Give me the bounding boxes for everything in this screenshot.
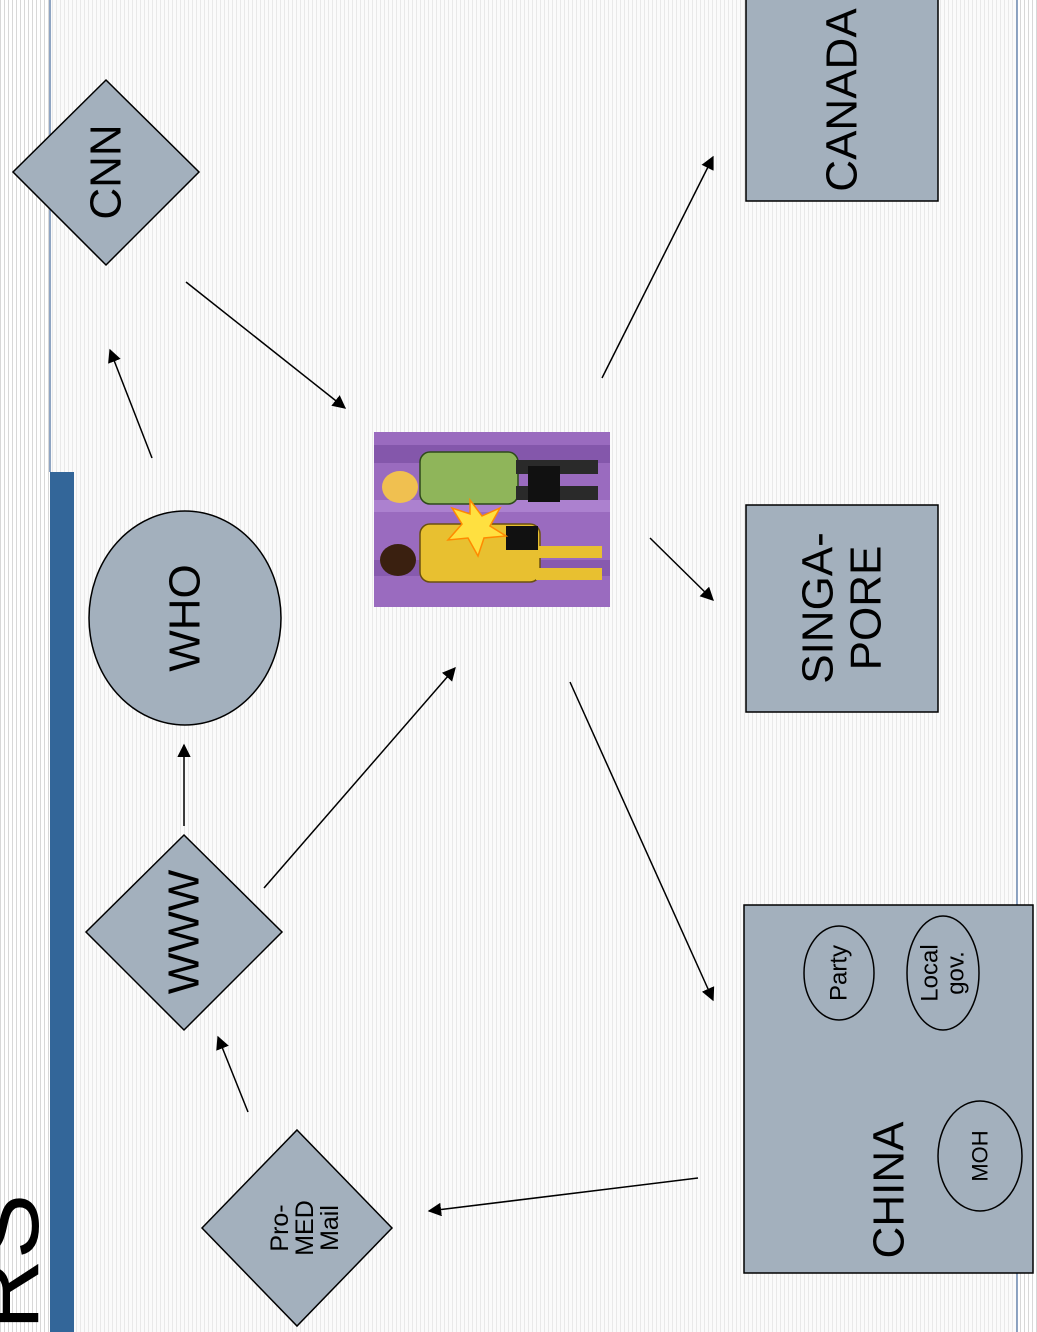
arrow-china-to-promed (427, 1177, 699, 1217)
arrow-who-to-cnn (108, 348, 153, 459)
arrow-center-to-singapore (649, 537, 714, 601)
canada-node: CANADA (745, 0, 939, 202)
canada-label: CANADA (818, 8, 867, 192)
singapore-label-line2: PORE (842, 546, 891, 671)
moh-node: MOH (937, 1100, 1023, 1212)
accent-bar (50, 472, 74, 1332)
party-node: Party (803, 925, 875, 1021)
arrow-www-to-center (263, 666, 456, 889)
cnn-node: CNN (11, 78, 201, 267)
arrow-center-to-china (569, 681, 715, 1002)
singapore-label-line1: SINGA- (794, 532, 843, 684)
who-node: WHO (88, 510, 282, 726)
promed-label-line2: MED (291, 1200, 319, 1256)
moh-label: MOH (968, 1130, 993, 1181)
www-node: WWW (84, 833, 284, 1032)
arrow-promed-to-www (216, 1035, 249, 1113)
cnn-label: CNN (82, 124, 131, 219)
china-label: CHINA (865, 1121, 914, 1259)
local-gov-node: Local gov. (906, 915, 980, 1031)
arrow-cnn-to-center (185, 281, 347, 409)
meeting-clipart (374, 432, 610, 607)
party-label: Party (826, 945, 853, 1001)
arrows (108, 155, 715, 1217)
china-node: CHINA Party Local gov. MOH (743, 904, 1034, 1274)
local-gov-label-line2: gov. (943, 951, 970, 995)
title-fragment: RS (0, 1194, 59, 1330)
local-gov-label-line1: Local (917, 944, 944, 1001)
promed-label-line1: Pro- (266, 1204, 294, 1251)
promed-label-line3: Mail (316, 1205, 344, 1251)
arrow-center-to-canada (601, 155, 714, 379)
www-label: WWW (160, 869, 209, 994)
singapore-node: SINGA- PORE (745, 504, 939, 713)
who-label: WHO (161, 564, 210, 672)
promed-node: Pro- MED Mail (200, 1128, 394, 1328)
